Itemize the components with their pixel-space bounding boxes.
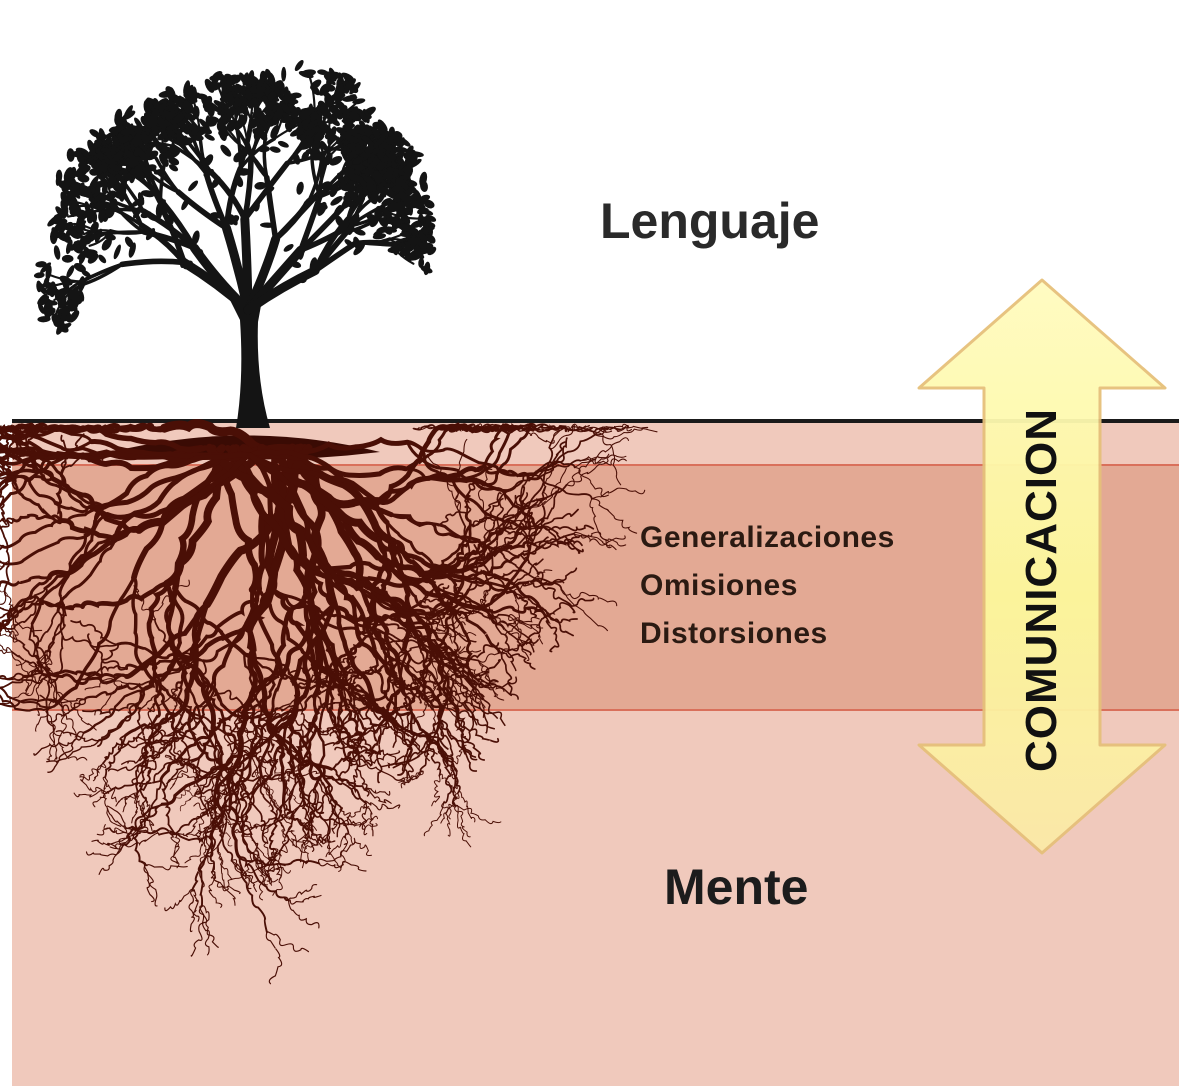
filter-generalizations: Generalizaciones xyxy=(640,521,895,554)
tree-icon xyxy=(33,60,437,428)
roots-icon xyxy=(0,419,658,985)
language-label: Lenguaje xyxy=(600,193,820,249)
communication-label: COMUNICACION xyxy=(1017,408,1066,772)
filter-omissions: Omisiones xyxy=(640,569,798,602)
double-arrow-icon xyxy=(917,278,1167,855)
filter-distortions: Distorsiones xyxy=(640,617,828,650)
mind-label: Mente xyxy=(664,859,809,915)
